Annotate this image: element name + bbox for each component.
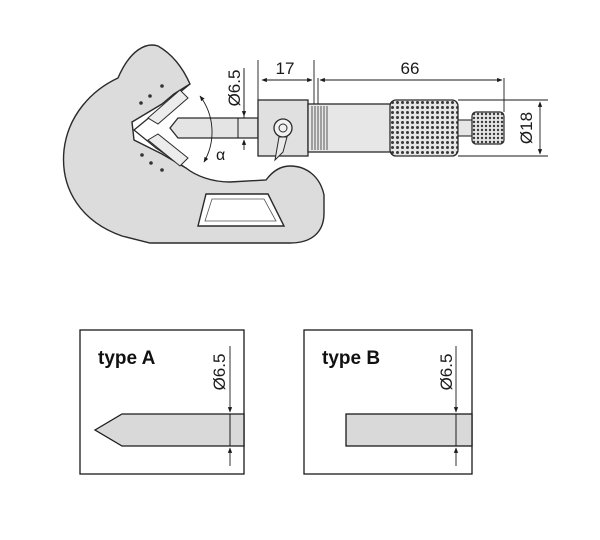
panel-type-a-title: type A [98,348,156,369]
angle-arc [199,95,213,163]
panel-type-b-dim-label: Ø6.5 [437,354,456,391]
v-anvil-lower [147,133,189,167]
panel-type-a-dim-label: Ø6.5 [210,354,229,391]
panel-type-b: type B Ø6.5 [303,329,473,475]
micrometer-main-view: 17 66 Ø6.5 Ø18 α [62,44,548,244]
spindle [169,117,259,139]
sleeve [307,103,397,153]
panel-type-b-title: type B [322,348,380,369]
angle-label: α [216,147,225,164]
dim-label-thimble-dia: Ø18 [517,112,536,144]
thimble[interactable] [389,99,459,157]
panel-type-a: type A Ø6.5 [79,329,245,475]
ratchet-stop[interactable] [471,111,505,145]
thimble-neck [457,119,473,137]
dim-label-17: 17 [276,59,295,78]
dim-label-spindle-dia: Ø6.5 [225,70,244,107]
spindle-type-a [93,413,245,447]
lock-lever[interactable] [274,136,288,162]
v-anvil-upper [147,89,189,125]
frame-rivets [139,84,164,172]
insulation-plate [197,193,286,227]
sleeve-graduations [311,106,328,150]
dim-label-66: 66 [401,59,420,78]
spindle-type-b [345,413,473,447]
lock-knob[interactable] [273,118,293,138]
